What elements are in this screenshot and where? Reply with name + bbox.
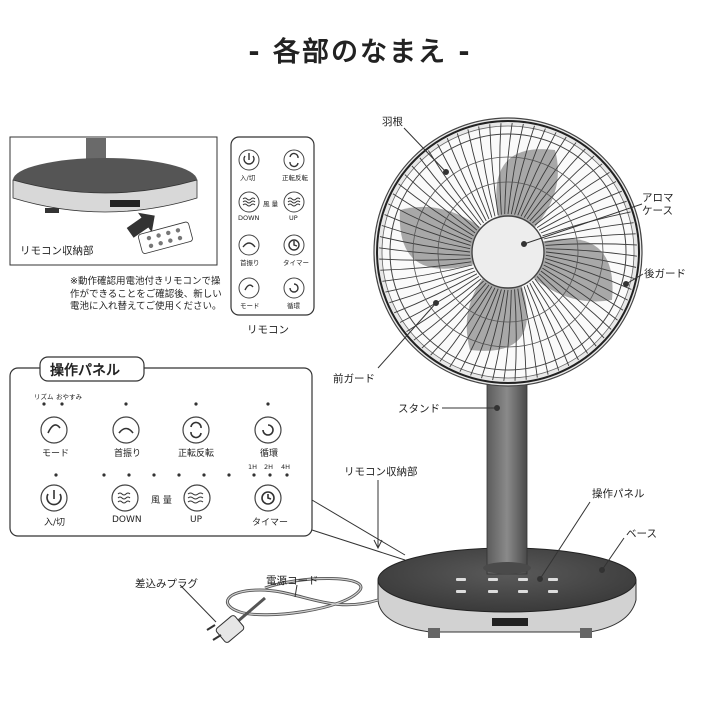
remote-label-wind: 風 量	[263, 200, 279, 208]
panel-label-power: 入/切	[44, 518, 66, 528]
remote-power-icon	[243, 155, 255, 165]
remote-label-swing: 首振り	[240, 259, 260, 267]
panel-swing-icon	[118, 427, 134, 434]
label-rear-guard: 後ガード	[644, 268, 686, 280]
label-stand: スタンド	[398, 403, 440, 415]
panel-label-mode: モード	[42, 449, 70, 459]
label-control-panel: 操作パネル	[592, 488, 645, 500]
panel-circulate-icon	[262, 424, 274, 436]
fan-aroma-case	[471, 215, 545, 289]
label-power-cord: 電源コード	[266, 575, 319, 587]
leader-lines	[179, 127, 644, 623]
panel-label-timer: タイマー	[252, 518, 289, 528]
panel-title: 操作パネル	[50, 363, 120, 379]
panel-reverse-icon	[190, 421, 202, 439]
remote-swing-icon	[242, 242, 256, 248]
remote-label-circulate: 循環	[287, 302, 300, 310]
inset-remote-storage	[9, 136, 218, 266]
battery-note: ※動作確認用電池付きリモコンで操作ができることをご確認後、新しい電池に入れ替えて…	[70, 276, 222, 312]
panel-label-down: DOWN	[112, 515, 142, 525]
panel-timer-icon	[261, 491, 275, 505]
label-base: ベース	[626, 528, 657, 540]
label-aroma-case: アロマ ケース	[642, 192, 674, 217]
panel-label-swing: 首振り	[114, 449, 142, 459]
remote-label-up: UP	[289, 214, 298, 222]
remote-wind-up-icon	[287, 197, 301, 207]
page-title: - 各部のなまえ -	[248, 37, 472, 68]
remote-timer-icon	[288, 239, 300, 251]
panel-power-icon	[46, 493, 62, 506]
fan	[206, 117, 643, 643]
remote-reverse-icon	[289, 152, 299, 168]
remote-title: リモコン	[247, 324, 289, 336]
panel-label-1h: 1H	[248, 463, 258, 471]
panel-mode-icon	[47, 424, 61, 434]
fan-front-guard	[379, 123, 637, 381]
inset-pole	[86, 138, 106, 164]
panel-wind-down-icon	[117, 492, 131, 504]
panel-label-2h: 2H	[264, 463, 274, 471]
inset-label-remote-storage: リモコン収納部	[20, 245, 94, 257]
label-blades: 羽根	[382, 116, 403, 128]
remote-circulate-icon	[289, 283, 299, 293]
panel-label-circulate: 循環	[260, 449, 279, 459]
label-remote-storage: リモコン収納部	[344, 466, 418, 478]
remote-label-mode: モード	[240, 302, 260, 310]
power-cord	[206, 577, 379, 643]
panel-label-reverse: 正転反転	[178, 449, 215, 459]
panel-box	[9, 356, 406, 561]
panel-label-up: UP	[190, 515, 203, 525]
remote-label-down: DOWN	[238, 214, 260, 222]
inset-remote-slot	[110, 200, 140, 207]
remote-control	[230, 136, 315, 316]
panel-label-rhythm: リズム	[34, 393, 54, 401]
remote-label-power: 入/切	[240, 174, 256, 182]
panel-label-4h: 4H	[281, 463, 291, 471]
remote-wind-down-icon	[242, 197, 256, 207]
panel-wind-up-icon	[187, 492, 204, 504]
remote-mode-icon	[244, 284, 254, 291]
inset-remote	[138, 221, 193, 254]
remote-label-reverse: 正転反転	[282, 174, 308, 182]
panel-label-sleep: おやすみ	[56, 393, 82, 401]
remote-label-timer: タイマー	[283, 259, 309, 267]
panel-label-wind: 風 量	[151, 496, 172, 506]
fan-stand	[486, 379, 528, 575]
label-plug: 差込みプラグ	[135, 578, 198, 590]
power-plug	[215, 615, 245, 643]
label-front-guard: 前ガード	[333, 373, 375, 385]
